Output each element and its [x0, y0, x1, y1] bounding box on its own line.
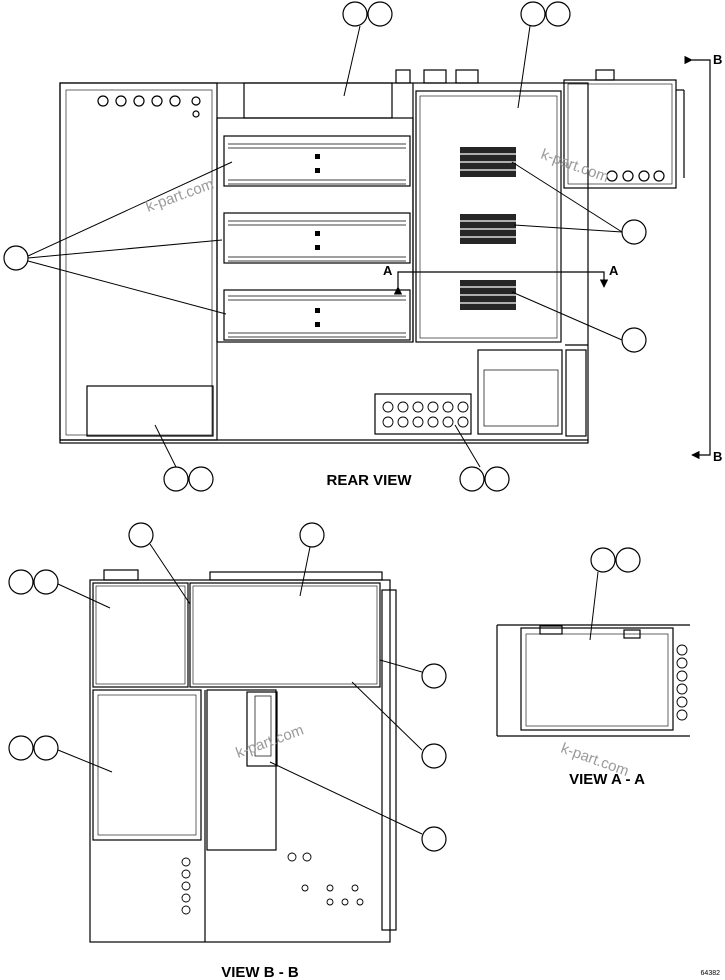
- bb-callout-top-b: [299, 522, 325, 548]
- callout-top-right-a: [520, 1, 546, 27]
- module-3: [223, 289, 411, 341]
- bb-leaders: [57, 543, 423, 835]
- view-bb: [89, 569, 397, 943]
- section-a-label-right: A: [609, 263, 619, 278]
- callout-top-right-b: [545, 1, 571, 27]
- section-b-label-top: B: [713, 52, 722, 67]
- bb-callout-top-a: [128, 522, 154, 548]
- rear-callouts: [3, 1, 647, 492]
- rear-view: [59, 69, 685, 444]
- callout-bottom-center-a: [459, 466, 485, 492]
- aa-callout-a: [590, 547, 616, 573]
- callout-left: [3, 245, 29, 271]
- bb-callout-right-3: [421, 826, 447, 852]
- callout-top-center-b: [367, 1, 393, 27]
- bb-callout-right-2: [421, 743, 447, 769]
- module-1: [223, 135, 411, 187]
- view-aa: [496, 624, 690, 737]
- access-plate-left: [86, 385, 214, 437]
- watermark-2: k-part.com: [539, 146, 611, 186]
- callout-grid-1: [621, 219, 647, 245]
- callout-top-center-a: [342, 1, 368, 27]
- view-bb-title: VIEW B - B: [221, 964, 299, 980]
- bb-terminal-strip: [246, 691, 278, 767]
- bb-callout-right-1: [421, 663, 447, 689]
- bb-callout-left-1a: [8, 569, 34, 595]
- view-aa-title: VIEW A - A: [569, 771, 645, 788]
- right-door: [415, 90, 562, 343]
- bb-callout-left-2b: [33, 735, 59, 761]
- callout-bottom-left-a: [163, 466, 189, 492]
- top-cover: [243, 82, 393, 119]
- rear-leaders: [27, 25, 623, 468]
- bb-callout-left-1b: [33, 569, 59, 595]
- section-b-line: [684, 55, 711, 460]
- bb-lower-panel: [92, 689, 202, 841]
- callout-bottom-left-b: [188, 466, 214, 492]
- watermark-1: k-part.com: [144, 176, 216, 216]
- section-a-line: [393, 271, 609, 295]
- gland-plate: [374, 393, 472, 435]
- module-2: [223, 212, 411, 264]
- section-a-label-left: A: [383, 263, 393, 278]
- drawing-number: 64382: [701, 970, 721, 977]
- rear-view-title: REAR VIEW: [326, 472, 412, 489]
- bb-top-box: [189, 582, 381, 688]
- bb-callouts: [8, 522, 447, 852]
- lower-right-box: [477, 349, 563, 435]
- section-b-label-bottom: B: [713, 449, 722, 464]
- aa-box: [520, 627, 674, 731]
- callout-grid-2: [621, 327, 647, 353]
- bb-callout-left-2a: [8, 735, 34, 761]
- aa-callouts: [590, 547, 641, 573]
- callout-bottom-center-b: [484, 466, 510, 492]
- aa-callout-b: [615, 547, 641, 573]
- control-box: [563, 79, 677, 189]
- indicator-holes: [97, 95, 201, 118]
